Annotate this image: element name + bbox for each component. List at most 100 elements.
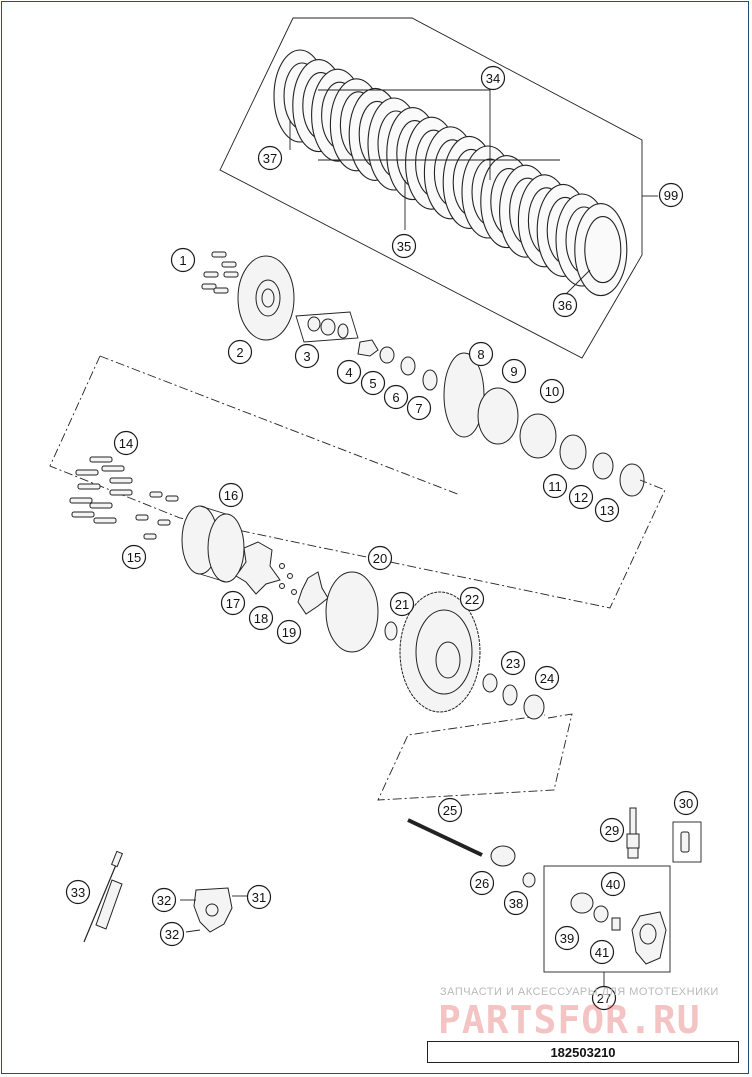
spring-41 <box>611 917 621 931</box>
ring-11 <box>559 434 587 470</box>
callout-circle <box>218 482 244 508</box>
callout-12: 12 <box>568 484 594 510</box>
callout-number: 22 <box>465 592 479 607</box>
callout-number: 25 <box>443 803 457 818</box>
callout-circle <box>480 65 506 91</box>
callout-circle <box>539 378 565 404</box>
screws-15 <box>135 491 179 540</box>
callout-7: 7 <box>406 395 432 421</box>
callout-30: 30 <box>673 790 699 816</box>
push-rod-25 <box>407 818 483 857</box>
washer-12 <box>592 452 614 480</box>
callout-31: 31 <box>246 884 272 910</box>
callout-number: 36 <box>558 298 572 313</box>
callout-3: 3 <box>294 343 320 369</box>
callout-circle <box>389 591 415 617</box>
callout-1: 1 <box>170 247 196 273</box>
callout-circle <box>591 985 617 1011</box>
callout-19: 19 <box>276 619 302 645</box>
bleed-screw-29 <box>626 807 640 859</box>
callout-number: 41 <box>595 945 609 960</box>
callout-18: 18 <box>248 605 274 631</box>
slave-cylinder-housing <box>631 911 667 965</box>
callout-circle <box>437 797 463 823</box>
callout-circle <box>360 370 386 396</box>
callout-number: 24 <box>540 671 554 686</box>
callout-number: 14 <box>119 436 133 451</box>
callout-number: 15 <box>127 550 141 565</box>
callout-number: 32 <box>157 893 171 908</box>
pins-14 <box>69 456 133 524</box>
callout-circle <box>391 233 417 259</box>
callout-6: 6 <box>383 384 409 410</box>
watermark-tagline: ЗАПЧАСТИ И АКСЕССУАРЫ ДЛЯ МОТОТЕХНИКИ <box>440 986 719 998</box>
bearing-kit-3 <box>295 311 359 343</box>
callout-number: 32 <box>165 927 179 942</box>
callout-circle <box>294 343 320 369</box>
diaphragm-spring-10 <box>519 413 557 459</box>
callout-number: 99 <box>664 188 678 203</box>
leader-36 <box>564 269 591 296</box>
callout-40: 40 <box>600 871 626 897</box>
callout-8: 8 <box>468 341 494 367</box>
callout-38: 38 <box>503 890 529 916</box>
callout-number: 12 <box>574 490 588 505</box>
callout-15: 15 <box>121 544 147 570</box>
callout-5: 5 <box>360 370 386 396</box>
assembly-outline-lower <box>377 713 573 801</box>
o-ring-8 <box>443 352 485 438</box>
callout-number: 33 <box>71 885 85 900</box>
pressure-plate-2 <box>237 255 295 341</box>
callout-circle <box>151 887 177 913</box>
callout-27: 27 <box>591 985 617 1011</box>
callout-number: 31 <box>252 890 266 905</box>
primary-gear-22 <box>399 591 481 713</box>
callout-number: 19 <box>282 625 296 640</box>
callout-33: 33 <box>65 879 91 905</box>
callout-number: 11 <box>548 479 562 494</box>
bushing-24 <box>523 694 545 720</box>
callout-23: 23 <box>500 650 526 676</box>
callout-circle <box>220 590 246 616</box>
callout-number: 40 <box>606 877 620 892</box>
callout-circle <box>276 619 302 645</box>
callout-32: 32 <box>159 921 185 947</box>
callout-circle <box>503 890 529 916</box>
callout-number: 27 <box>597 991 611 1006</box>
callout-16: 16 <box>218 482 244 508</box>
callout-14: 14 <box>113 430 139 456</box>
callout-circle <box>113 430 139 456</box>
callout-number: 6 <box>392 390 399 405</box>
callout-41: 41 <box>589 939 615 965</box>
callout-number: 7 <box>415 401 422 416</box>
callout-number: 5 <box>369 376 376 391</box>
grease-syringe-33 <box>83 850 124 943</box>
callout-number: 16 <box>224 488 238 503</box>
callout-17: 17 <box>220 590 246 616</box>
callout-13: 13 <box>594 497 620 523</box>
callout-29: 29 <box>599 817 625 843</box>
callout-number: 9 <box>510 364 517 379</box>
callout-21: 21 <box>389 591 415 617</box>
callout-number: 37 <box>263 151 277 166</box>
o-ring-9 <box>477 387 519 445</box>
clutch-actuator-31-32 <box>180 887 248 933</box>
callout-number: 30 <box>679 796 693 811</box>
callout-circle <box>673 790 699 816</box>
callout-circle <box>594 497 620 523</box>
callout-number: 35 <box>397 239 411 254</box>
callout-circle <box>246 884 272 910</box>
callout-26: 26 <box>469 870 495 896</box>
callout-number: 23 <box>506 656 520 671</box>
callout-circle <box>542 473 568 499</box>
callout-circle <box>159 921 185 947</box>
callout-number: 13 <box>600 503 614 518</box>
callout-36: 36 <box>552 292 578 318</box>
seal-40 <box>593 905 609 923</box>
callout-circle <box>600 871 626 897</box>
clutch-plate-inner <box>584 216 622 284</box>
callout-circle <box>459 586 485 612</box>
callout-circle <box>599 817 625 843</box>
plate-20 <box>325 571 379 653</box>
bolts-1 <box>201 251 239 294</box>
